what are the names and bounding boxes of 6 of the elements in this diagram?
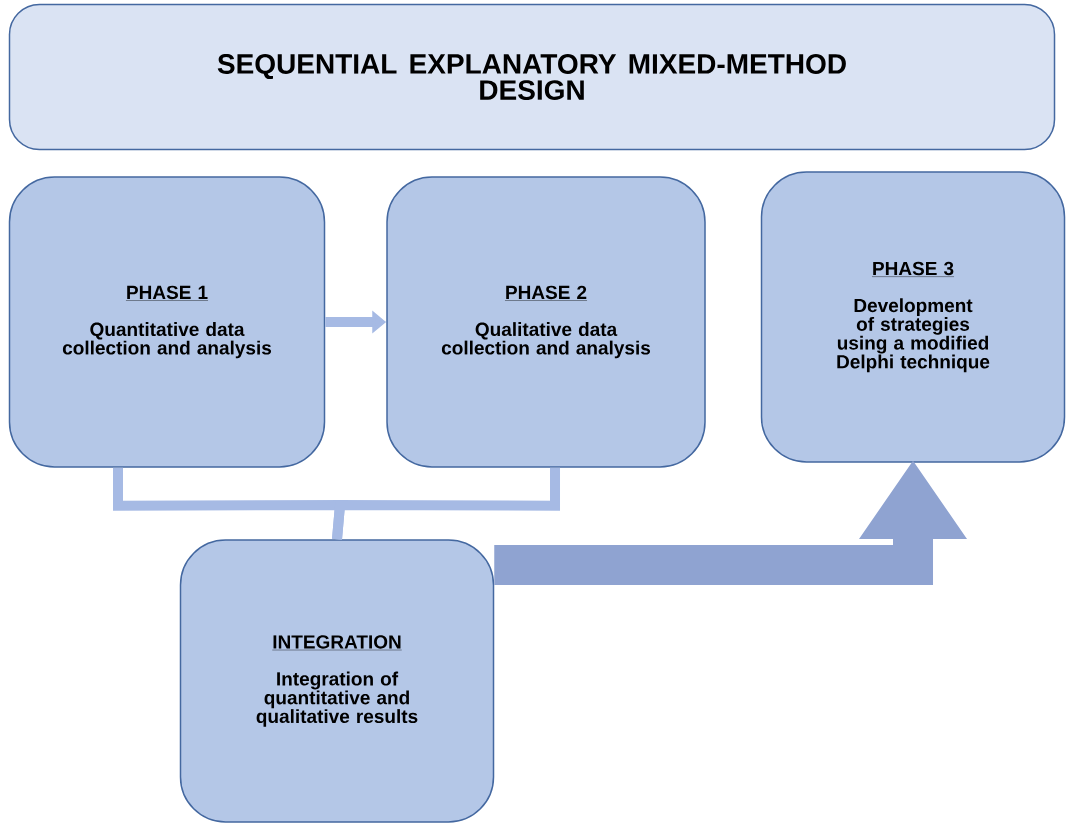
phase-box: PHASE 2 Qualitative data collection and analysis [386,176,706,468]
phase-box: PHASE 3 Development of strategies using a modified Delphi technique [760,171,1066,463]
phase-box: INTEGRATION Integration of quantitative and qualitative results [179,539,495,823]
block-arrow [494,460,967,585]
phase-box: PHASE 1 Quantitative data collection and analysis [8,176,326,468]
title-band: SEQUENTIAL EXPLANATORY MIXED-METHOD DESIGN [8,3,1056,151]
